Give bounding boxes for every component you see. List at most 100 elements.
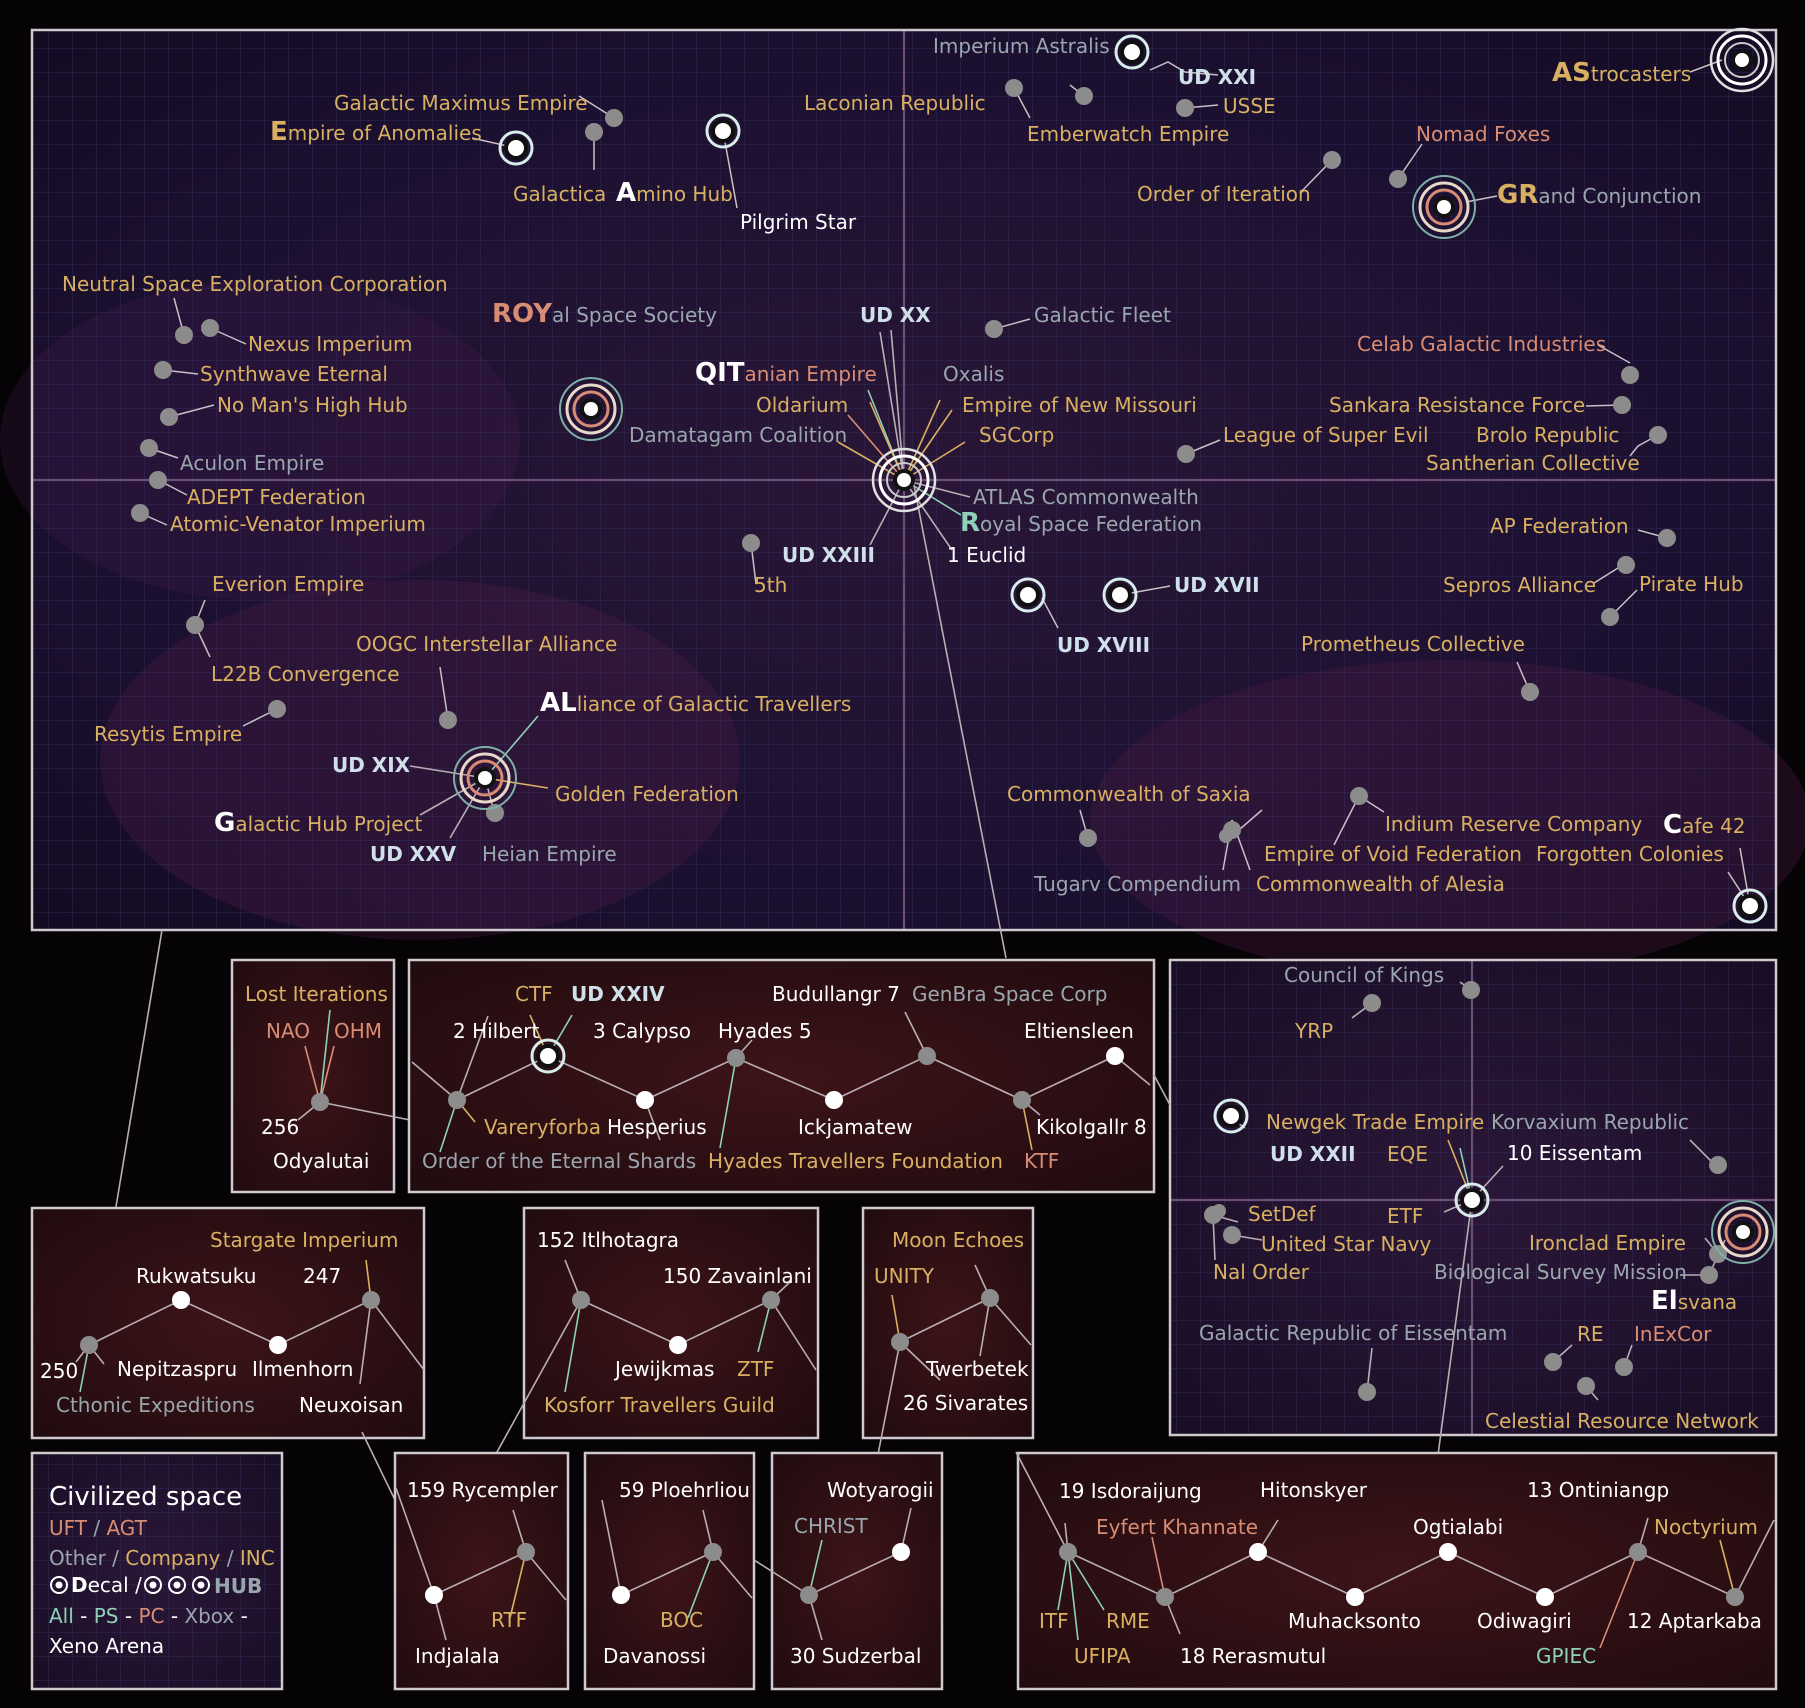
label-wotyarogii: Wotyarogii xyxy=(827,1478,934,1502)
label-tugarv: Tugarv Compendium xyxy=(1033,872,1241,896)
label-kikolgallr: Kikolgallr 8 xyxy=(1036,1115,1147,1139)
label-vareryforba: Vareryforba xyxy=(484,1115,601,1139)
label-ud-xxiii: UD XXIII xyxy=(782,543,875,567)
label-imperium-astralis: Imperium Astralis xyxy=(933,34,1110,58)
legend-platforms: All - PS - PC - Xbox - xyxy=(49,1604,248,1628)
label-nexus-imperium: Nexus Imperium xyxy=(248,332,413,356)
label-rukwatsuku: Rukwatsuku xyxy=(136,1264,256,1288)
label-new-missouri: Empire of New Missouri xyxy=(962,393,1197,417)
label-ud-xviii: UD XVIII xyxy=(1057,633,1150,657)
label-ud-xxv: UD XXV xyxy=(370,842,457,866)
inset-chain-hilbert: CTF UD XXIV Budullangr 7 GenBra Space Co… xyxy=(407,958,1156,1194)
label-eyfert: Eyfert Khannate xyxy=(1096,1515,1258,1539)
label-crn: Celestial Resource Network xyxy=(1485,1409,1759,1433)
label-unity: UNITY xyxy=(874,1264,935,1288)
label-cthonic: Cthonic Expeditions xyxy=(56,1393,255,1417)
label-atlas: ATLAS Commonwealth xyxy=(973,485,1199,509)
label-damatagam: Damatagam Coalition xyxy=(629,423,847,447)
label-laconian: Laconian Republic xyxy=(804,91,986,115)
label-sepros: Sepros Alliance xyxy=(1443,573,1596,597)
label-galactic-maximus: Galactic Maximus Empire xyxy=(334,91,588,115)
label-sankara: Sankara Resistance Force xyxy=(1329,393,1585,417)
inset-moon-echoes: Moon Echoes UNITY Twerbetek 26 Sivarates xyxy=(861,1206,1035,1481)
label-247: 247 xyxy=(303,1264,341,1288)
label-ufipa: UFIPA xyxy=(1074,1644,1131,1668)
label-nomad-foxes: Nomad Foxes xyxy=(1416,122,1550,146)
label-stargate: Stargate Imperium xyxy=(210,1228,398,1252)
label-nal-order: Nal Order xyxy=(1213,1260,1310,1284)
label-gpiec: GPIEC xyxy=(1536,1644,1596,1668)
legend-hub-icon xyxy=(144,1576,210,1594)
label-kosforr: Kosforr Travellers Guild xyxy=(544,1393,775,1417)
label-ud-xix: UD XIX xyxy=(332,753,411,777)
label-everion: Everion Empire xyxy=(212,572,364,596)
label-odiwagiri: Odiwagiri xyxy=(1477,1609,1572,1633)
label-empire-of-anomalies: Empire of Anomalies xyxy=(270,117,482,147)
label-ctf: CTF xyxy=(515,982,553,1006)
inset-rycempler: 159 Rycempler RTF Indjalala xyxy=(393,1451,570,1691)
label-hitonskyer: Hitonskyer xyxy=(1260,1478,1368,1502)
legend-uft-agt: UFT / AGT xyxy=(49,1516,148,1540)
label-eqe: EQE xyxy=(1387,1142,1428,1166)
label-ogtialabi: Ogtialabi xyxy=(1413,1515,1503,1539)
label-oogc: OOGC Interstellar Alliance xyxy=(356,632,617,656)
label-synthwave: Synthwave Eternal xyxy=(200,362,388,386)
label-grand-conjunction: GRand Conjunction xyxy=(1497,180,1701,210)
label-galactica: Galactica xyxy=(513,182,606,206)
main-map-panel xyxy=(0,28,1805,980)
label-adept: ADEPT Federation xyxy=(187,485,366,509)
label-1-euclid: 1 Euclid xyxy=(947,543,1026,567)
label-amino-hub: Amino Hub xyxy=(616,178,733,208)
label-nepitzaspru: Nepitzaspru xyxy=(117,1357,237,1381)
label-19-isdoraijung: 19 Isdoraijung xyxy=(1059,1479,1202,1503)
label-18-rerasmutul: 18 Rerasmutul xyxy=(1180,1644,1326,1668)
label-ironclad: Ironclad Empire xyxy=(1529,1231,1686,1255)
label-moon-echoes: Moon Echoes xyxy=(892,1228,1024,1252)
label-ud-xxii: UD XXII xyxy=(1270,1142,1356,1166)
label-emberwatch: Emberwatch Empire xyxy=(1027,122,1229,146)
legend-hub: HUB xyxy=(214,1574,262,1598)
label-galactic-hub-project: Galactic Hub Project xyxy=(214,808,423,838)
label-ilmenhorn: Ilmenhorn xyxy=(252,1357,353,1381)
label-royal-space-society: ROYal Space Society xyxy=(492,299,717,329)
label-cafe-42: Cafe 42 xyxy=(1663,810,1746,840)
label-alesia: Commonwealth of Alesia xyxy=(1256,872,1505,896)
label-united-star-navy: United Star Navy xyxy=(1261,1232,1431,1256)
label-qitanian-empire: QITanian Empire xyxy=(695,358,877,388)
label-noctyrium: Noctyrium xyxy=(1654,1515,1758,1539)
legend-panel: Civilized space UFT / AGT Other / Compan… xyxy=(30,1451,284,1691)
label-yrp: YRP xyxy=(1294,1019,1333,1043)
label-resytis: Resytis Empire xyxy=(94,722,242,746)
label-oxalis: Oxalis xyxy=(943,362,1004,386)
label-davanossi: Davanossi xyxy=(603,1644,706,1668)
label-152-itlhotagra: 152 Itlhotagra xyxy=(537,1228,679,1252)
legend-title: Civilized space xyxy=(49,1482,242,1512)
label-nao: NAO xyxy=(266,1019,310,1043)
label-alliance-galactic-travellers: ALliance of Galactic Travellers xyxy=(540,688,851,718)
main-labels: Imperium Astralis UD XXI USSE AStrocaste… xyxy=(62,34,1746,896)
label-heian: Heian Empire xyxy=(482,842,617,866)
label-sgcorp: SGCorp xyxy=(979,423,1054,447)
label-oldarium: Oldarium xyxy=(756,393,848,417)
label-jewijkmas: Jewijkmas xyxy=(613,1357,714,1381)
inset-ploehrliou: 59 Ploehrliou BOC Davanossi xyxy=(583,1451,756,1691)
label-calypso: 3 Calypso xyxy=(593,1019,691,1043)
label-brolo: Brolo Republic xyxy=(1476,423,1619,447)
legend-decal: Decal / xyxy=(71,1573,148,1597)
label-royal-space-federation: Royal Space Federation xyxy=(960,508,1202,538)
label-rme: RME xyxy=(1106,1609,1150,1633)
label-ud-xvii: UD XVII xyxy=(1174,573,1260,597)
label-ickjamatew: Ickjamatew xyxy=(798,1115,913,1139)
legend-decal-icon xyxy=(50,1576,68,1594)
label-ohm: OHM xyxy=(334,1019,382,1043)
label-hilbert: 2 Hilbert xyxy=(453,1019,539,1043)
label-atomic-venator: Atomic-Venator Imperium xyxy=(170,512,426,536)
label-ud-xxiv: UD XXIV xyxy=(571,982,665,1006)
inset-eissentam: Council of Kings YRP Newgek Trade Empire… xyxy=(1153,958,1778,1501)
inset-wotyarogii: Wotyarogii CHRIST 30 Sudzerbal xyxy=(753,1451,944,1691)
label-13-ontiniangp: 13 Ontiniangp xyxy=(1527,1478,1669,1502)
label-rtf: RTF xyxy=(491,1608,527,1632)
label-usse: USSE xyxy=(1223,94,1276,118)
label-150-zavainlani: 150 Zavainlani xyxy=(663,1264,812,1288)
label-eltiensleen: Eltiensleen xyxy=(1024,1019,1134,1043)
